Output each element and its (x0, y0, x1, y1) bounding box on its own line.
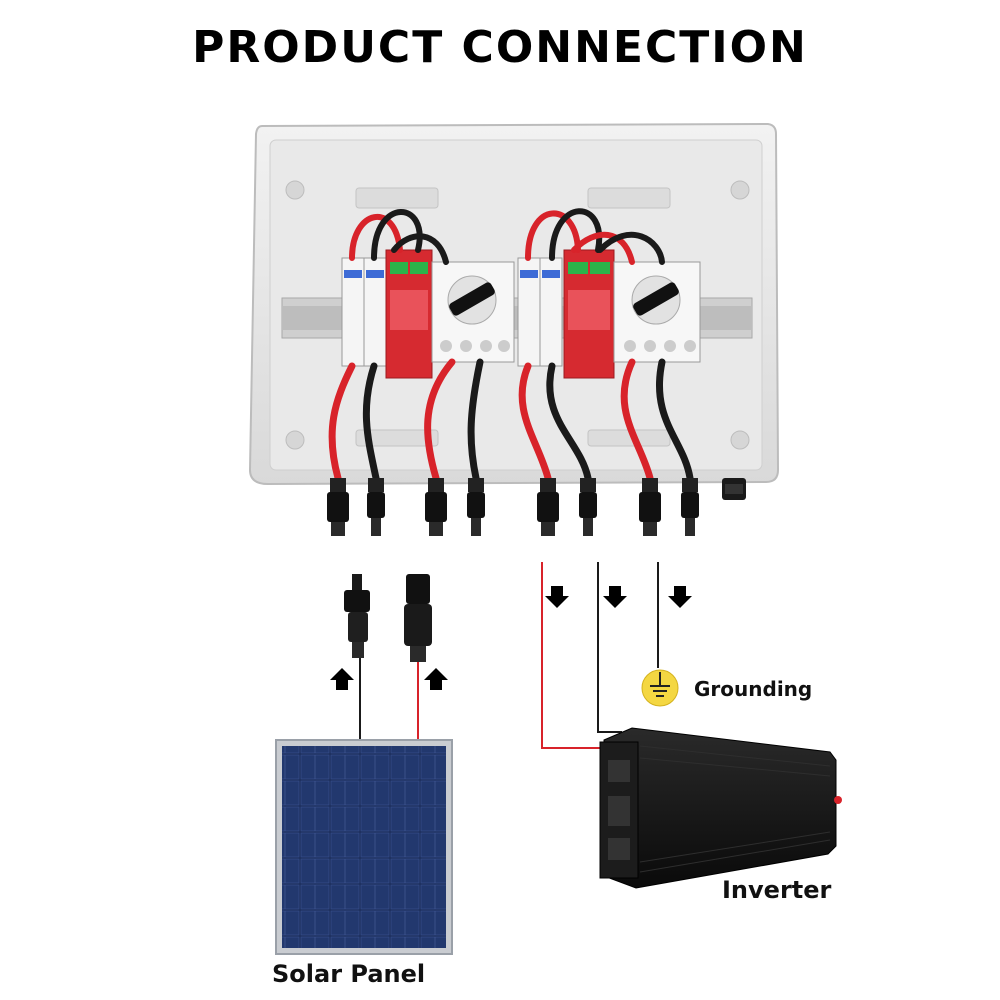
surge-protector-right (563, 249, 615, 379)
page-title: PRODUCT CONNECTION (192, 22, 808, 73)
internal-wires-top (349, 208, 665, 265)
solar-panel-label: Solar Panel (272, 960, 426, 988)
dc-isolator-left (431, 261, 515, 363)
solar-panel (275, 739, 453, 955)
grounding-label: Grounding (694, 677, 813, 701)
mount-rail-top-left (355, 187, 439, 209)
combiner-box (248, 122, 780, 536)
internal-wires-bottom (328, 358, 694, 482)
mount-rail-top-right (587, 187, 671, 209)
inverter-label: Inverter (722, 876, 832, 904)
arrow-down-icon (545, 586, 692, 608)
fuse-holder-left (341, 257, 387, 367)
surge-protector-left (385, 249, 433, 379)
mc4-connector-icon (344, 574, 432, 662)
dc-isolator-right (613, 261, 701, 363)
output-lines (541, 562, 659, 749)
power-indicator (834, 796, 842, 804)
mc4-connector-row (327, 478, 746, 536)
fuse-holder-right (517, 257, 563, 367)
ground-symbol-icon (641, 669, 679, 707)
inverter (599, 727, 842, 889)
arrow-up-icon (330, 668, 448, 690)
